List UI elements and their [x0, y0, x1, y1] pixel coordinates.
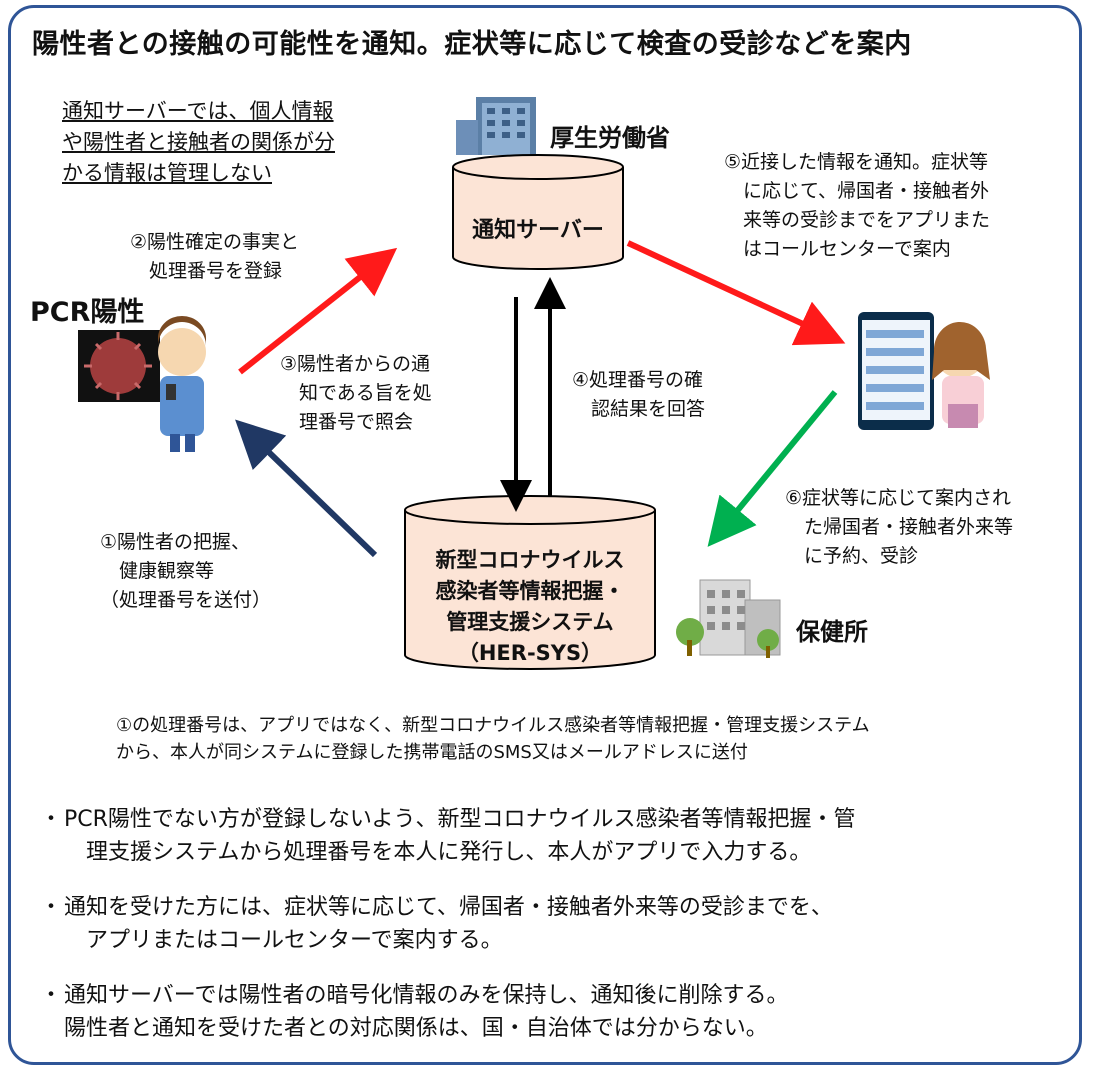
bullet-dot: ・: [40, 807, 63, 832]
bullet-line: PCR陽性でない方が登録しないよう、新型コロナウイルス感染者等情報把握・管: [64, 807, 856, 832]
bullet-line: アプリまたはコールセンターで案内する。: [64, 928, 503, 953]
footnote-line: から、本人が同システムに登録した携帯電話のSMS又はメールアドレスに送付: [116, 742, 748, 763]
step1-line: （処理番号を送付）: [100, 589, 272, 611]
mhlw-label: 厚生労働省: [550, 124, 670, 152]
contact-person-illustration: [858, 312, 990, 430]
mhlw-building-icon: [456, 97, 536, 155]
step4-line: 認結果を回答: [572, 398, 706, 420]
arrow-step1: [235, 419, 378, 558]
step1-line: 健康観察等: [100, 560, 215, 582]
bullet-line: 通知を受けた方には、症状等に応じて、帰国者・接触者外来等の受診までを、: [64, 895, 833, 920]
pcr-positive-person-illustration: [78, 316, 206, 452]
step3-line: 知である旨を処: [280, 382, 432, 404]
bullet-dot: ・: [40, 895, 63, 920]
server-privacy-note: 通知サーバーでは、個人情報 や陽性者と接触者の関係が分 かる情報は管理しない: [62, 96, 335, 189]
bullet-line: 陽性者と通知を受けた者との対応関係は、国・自治体では分からない。: [64, 1016, 768, 1041]
step5-line: ⑤近接した情報を通知。症状等: [724, 151, 989, 173]
step1-text: ①陽性者の把握、 健康観察等 （処理番号を送付）: [100, 528, 271, 615]
bullet-item: ・ PCR陽性でない方が登録しないよう、新型コロナウイルス感染者等情報把握・管 …: [40, 803, 855, 869]
step4-text: ④処理番号の確 認結果を回答: [572, 366, 705, 424]
bullet-list: ・ PCR陽性でない方が登録しないよう、新型コロナウイルス感染者等情報把握・管 …: [40, 803, 855, 1067]
step2-line: 処理番号を登録: [130, 260, 283, 282]
step2-line: ②陽性確定の事実と: [130, 231, 300, 253]
step6-line: た帰国者・接触者外来等: [785, 516, 1014, 538]
server-label: 通知サーバー: [472, 218, 604, 243]
note-line: 通知サーバーでは、個人情報: [62, 99, 334, 123]
step3-line: ③陽性者からの通: [280, 353, 431, 375]
pcr-positive-label: PCR陽性: [30, 297, 145, 328]
server-cylinder: [452, 154, 624, 270]
page-title: 陽性者との接触の可能性を通知。症状等に応じて検査の受診などを案内: [32, 29, 912, 60]
step2-text: ②陽性確定の事実と 処理番号を登録: [130, 228, 299, 286]
step6-text: ⑥症状等に応じて案内され た帰国者・接触者外来等 に予約、受診: [785, 484, 1013, 571]
step6-line: ⑥症状等に応じて案内され: [785, 487, 1012, 509]
hokenjo-building-icon: [676, 579, 781, 658]
bullet-line: 理支援システムから処理番号を本人に発行し、本人がアプリで入力する。: [64, 840, 812, 865]
hersys-label-line: 新型コロナウイルス: [435, 548, 625, 572]
processing-number-footnote: ①の処理番号は、アプリではなく、新型コロナウイルス感染者等情報把握・管理支援シス…: [116, 712, 870, 766]
step4-line: ④処理番号の確: [572, 369, 704, 391]
arrow-step6: [707, 390, 838, 547]
hersys-label-line: 感染者等情報把握・: [435, 579, 625, 603]
hersys-label-line: 管理支援システム: [446, 610, 614, 634]
step5-line: はコールセンターで案内: [724, 238, 951, 260]
bullet-dot: ・: [40, 983, 63, 1008]
arrow-step2: [238, 247, 398, 375]
arrow-step5: [626, 240, 846, 346]
note-line: かる情報は管理しない: [62, 161, 272, 185]
hersys-label-line: （HER-SYS）: [457, 641, 603, 665]
footnote-line: ①の処理番号は、アプリではなく、新型コロナウイルス感染者等情報把握・管理支援シス…: [116, 715, 870, 736]
step6-line: に予約、受診: [785, 545, 919, 567]
step1-line: ①陽性者の把握、: [100, 531, 251, 553]
hokenjo-label: 保健所: [796, 618, 868, 646]
step5-text: ⑤近接した情報を通知。症状等 に応じて、帰国者・接触者外 来等の受診までをアプリ…: [724, 148, 990, 264]
bullet-item: ・ 通知を受けた方には、症状等に応じて、帰国者・接触者外来等の受診までを、 アプ…: [40, 891, 855, 957]
bullet-item: ・ 通知サーバーでは陽性者の暗号化情報のみを保持し、通知後に削除する。 陽性者と…: [40, 979, 855, 1045]
step3-line: 理番号で照会: [280, 411, 414, 433]
hersys-label: 新型コロナウイルス 感染者等情報把握・ 管理支援システム （HER-SYS）: [405, 545, 655, 669]
step5-line: 来等の受診までをアプリまた: [724, 209, 991, 231]
step5-line: に応じて、帰国者・接触者外: [724, 180, 990, 202]
note-line: や陽性者と接触者の関係が分: [62, 130, 335, 154]
step3-text: ③陽性者からの通 知である旨を処 理番号で照会: [280, 350, 432, 437]
bullet-line: 通知サーバーでは陽性者の暗号化情報のみを保持し、通知後に削除する。: [64, 983, 789, 1008]
